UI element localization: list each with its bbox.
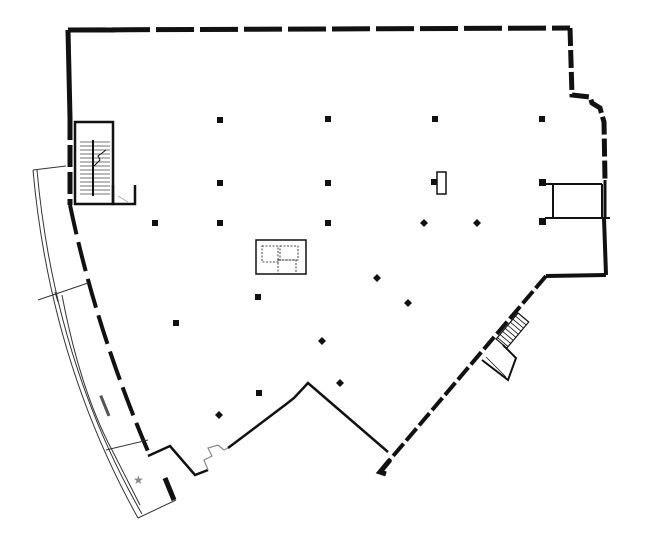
column (152, 220, 158, 226)
entry-door-swing (203, 444, 229, 471)
vestibule-star-icon: ★ (133, 473, 144, 487)
south-inner-wall (227, 381, 389, 453)
column (539, 218, 546, 225)
walkway-label (99, 394, 111, 417)
column (217, 220, 223, 226)
column (217, 180, 223, 186)
northeast-stepped-wall (567, 27, 608, 181)
walkway-end-line (111, 449, 141, 506)
column (217, 117, 223, 123)
small-riser (436, 171, 447, 195)
se-stair-run (495, 312, 530, 349)
southeast-stair (481, 312, 530, 382)
stair-landing (111, 185, 137, 206)
vestibule-wall (162, 477, 177, 501)
column (215, 411, 223, 419)
west-curved-wall (68, 204, 152, 457)
column (325, 180, 331, 186)
southeast-diagonal-wall (386, 274, 548, 464)
walkway-outer-line (32, 169, 139, 519)
curved-walkway: ★ (32, 165, 177, 519)
stair-treads (80, 141, 110, 195)
column (473, 219, 481, 227)
column (432, 116, 438, 122)
column (318, 337, 326, 345)
walkway-section-tick (54, 291, 59, 303)
southeast-return-wall (545, 273, 607, 278)
south-notch (375, 458, 392, 477)
east-opening (545, 183, 610, 219)
vestibule-divider (105, 439, 149, 451)
walkway-bottom-return (137, 499, 177, 519)
walkway-outer-line-2 (36, 169, 143, 515)
column (420, 219, 428, 227)
column (255, 294, 261, 300)
column (173, 320, 179, 326)
core-room-1 (261, 245, 279, 263)
column (431, 179, 437, 185)
southwest-entry-wall (147, 444, 209, 477)
column (404, 299, 412, 307)
walkway-inner-line (61, 294, 113, 451)
core-room-2 (279, 245, 299, 261)
stair-break-line (93, 149, 107, 167)
column (325, 116, 331, 122)
column (373, 274, 381, 282)
core-block (255, 239, 307, 275)
stair-enclosure (73, 120, 115, 206)
column (256, 390, 262, 396)
east-wall-lower (602, 217, 608, 276)
column (325, 220, 331, 226)
walkway-top-return (32, 165, 67, 171)
exterior-walls (65, 25, 608, 501)
se-stair-landing-inner (485, 356, 507, 378)
columns (152, 116, 546, 419)
west-stair (73, 120, 137, 206)
core-room-3 (277, 259, 297, 275)
se-stair-landing (481, 344, 518, 382)
column (336, 379, 344, 387)
north-wall (67, 25, 571, 33)
column (539, 116, 545, 122)
walkway-section-mark (37, 282, 89, 301)
west-upper-wall (65, 29, 73, 119)
stair-door-arc (117, 195, 129, 203)
column (539, 179, 546, 186)
